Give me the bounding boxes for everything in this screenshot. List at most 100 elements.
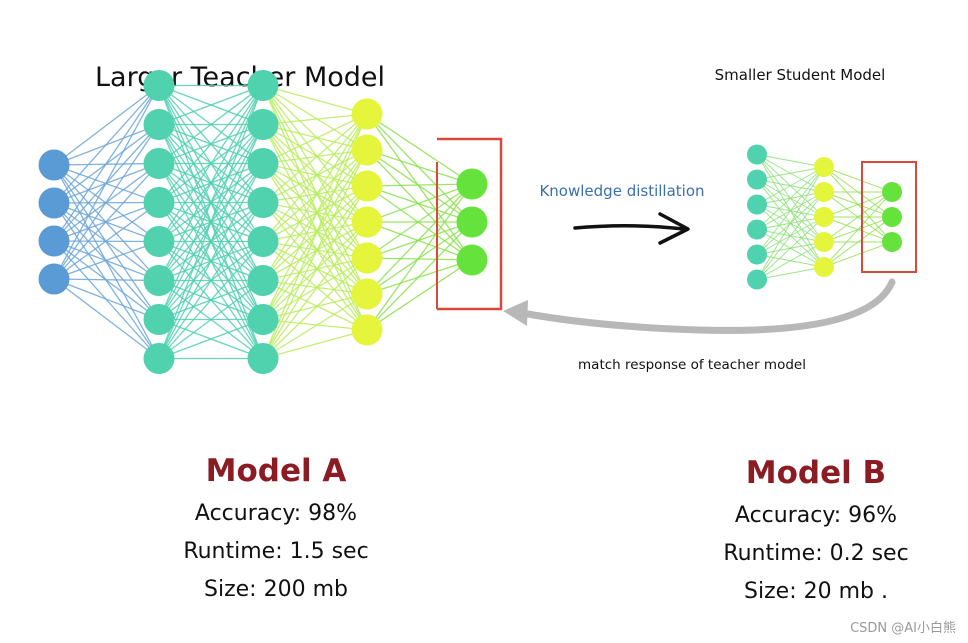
student-edges [756, 154, 893, 280]
distill-arrow-head [658, 212, 690, 245]
teacher-title: Larger Teacher Model [95, 62, 385, 93]
watermark: CSDN @AI小白熊 [850, 620, 956, 636]
student-node [747, 169, 767, 190]
teacher-edge [262, 149, 368, 242]
teacher-edge [262, 124, 368, 223]
teacher-node [38, 187, 70, 219]
teacher-edge [366, 149, 473, 223]
match-arrow-head [503, 300, 528, 326]
distill-label: Knowledge distillation [539, 182, 704, 200]
teacher-output-box [437, 137, 503, 311]
model-b-size: Size: 20 mb . [744, 579, 888, 604]
student-edge [823, 241, 893, 268]
match-label: match response of teacher model [578, 357, 806, 373]
teacher-edge [262, 185, 368, 243]
teacher-node [143, 343, 175, 374]
teacher-edge [262, 318, 368, 331]
student-node [814, 157, 834, 177]
teacher-edge [53, 163, 160, 280]
teacher-edge [53, 240, 160, 280]
teacher-edge [262, 149, 368, 281]
match-arrow-shaft [518, 278, 896, 334]
teacher-edge [262, 162, 368, 187]
student-node [814, 182, 834, 202]
teacher-node [247, 109, 279, 140]
teacher-edge [366, 259, 473, 295]
student-edge [756, 266, 825, 280]
teacher-edge [158, 85, 264, 281]
teacher-edge [262, 162, 368, 223]
teacher-node [143, 70, 175, 101]
teacher-edge [366, 183, 473, 295]
teacher-edge [158, 85, 264, 359]
student-node [814, 257, 834, 277]
teacher-edge [262, 221, 368, 243]
teacher-edge [262, 185, 368, 281]
student-title: Smaller Student Model [715, 66, 886, 84]
teacher-node [247, 304, 279, 335]
student-node [882, 207, 902, 227]
teacher-edge [262, 149, 368, 204]
teacher-edge [366, 185, 473, 261]
teacher-layer-3 [247, 70, 279, 374]
teacher-node [351, 242, 383, 274]
teacher-edge [53, 124, 160, 280]
teacher-layer-5 [456, 168, 488, 276]
teacher-edge [262, 240, 368, 295]
teacher-edge [262, 185, 368, 204]
teacher-edge [262, 113, 368, 359]
teacher-edge [262, 113, 368, 165]
teacher-edge [262, 85, 368, 187]
student-edge [756, 166, 825, 255]
teacher-edge [366, 185, 473, 223]
teacher-edge [366, 183, 473, 187]
teacher-node [247, 226, 279, 257]
teacher-node [38, 149, 70, 181]
teacher-edge [366, 221, 473, 259]
teacher-edge [262, 124, 368, 259]
teacher-node [456, 168, 488, 200]
teacher-node [38, 225, 70, 257]
teacher-edge [366, 221, 473, 331]
student-layer-1 [747, 144, 767, 290]
teacher-edge [262, 257, 368, 359]
teacher-node [143, 187, 175, 218]
teacher-edge [366, 183, 473, 223]
teacher-edge [366, 183, 473, 259]
student-network [747, 144, 902, 290]
teacher-edge [262, 257, 368, 282]
teacher-edge [262, 221, 368, 359]
distill-arrow-shaft [573, 223, 686, 231]
teacher-node [351, 278, 383, 310]
teacher-layer-2 [143, 70, 175, 374]
teacher-edge [53, 85, 160, 242]
teacher-node [143, 304, 175, 335]
teacher-edge [158, 85, 264, 320]
student-node [814, 207, 834, 227]
teacher-edge [262, 221, 368, 320]
student-edge [756, 154, 825, 168]
student-layer-3 [882, 182, 902, 252]
teacher-node [351, 206, 383, 238]
teacher-node [143, 226, 175, 257]
teacher-edge [366, 149, 473, 261]
student-node [747, 219, 767, 240]
teacher-edge [53, 85, 160, 204]
teacher-edge [53, 85, 160, 280]
teacher-node [143, 265, 175, 296]
teacher-edge [158, 279, 264, 360]
teacher-edge [262, 85, 368, 259]
teacher-edge [262, 149, 368, 359]
student-edge [823, 191, 893, 243]
teacher-edge [53, 278, 160, 282]
model-a-size: Size: 200 mb [204, 577, 348, 602]
teacher-edge [158, 124, 264, 359]
teacher-edge [262, 124, 368, 331]
teacher-edge [366, 257, 473, 261]
teacher-edge [262, 240, 368, 259]
teacher-edge [53, 278, 160, 360]
teacher-network [38, 70, 488, 374]
teacher-edges [53, 84, 473, 360]
teacher-edge [366, 113, 473, 223]
student-node [747, 194, 767, 215]
